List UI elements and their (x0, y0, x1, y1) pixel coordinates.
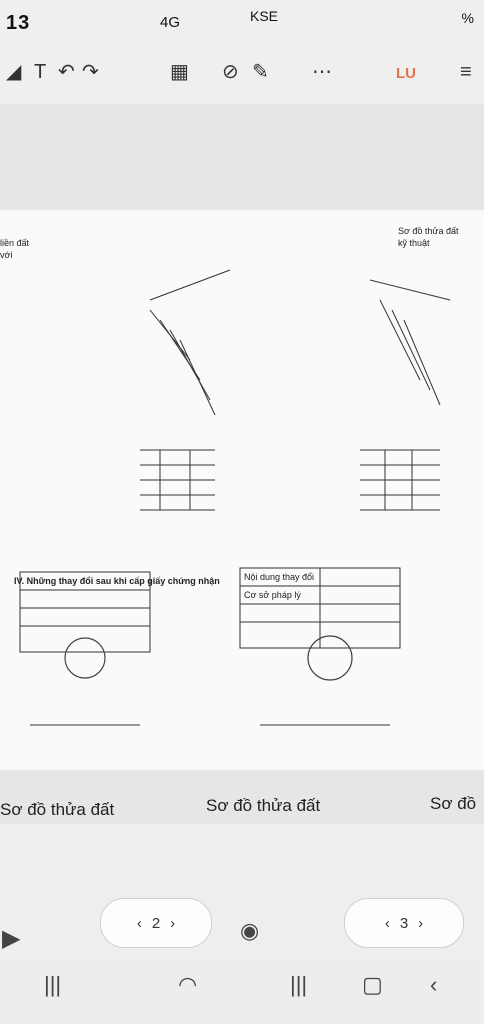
home-button-icon[interactable]: ▢ (362, 972, 383, 997)
status-center-text: KSE (250, 8, 279, 24)
redo-icon[interactable]: ↷ (82, 61, 99, 83)
play-icon[interactable]: ▶ (2, 925, 21, 952)
chevron-right-icon: › (418, 914, 424, 932)
grid-icon[interactable]: ▦ (170, 61, 189, 83)
survey-diagram (19, 269, 451, 726)
doc-text-top-left-2: với (0, 250, 13, 260)
battery-indicator: % (461, 10, 474, 26)
more-icon[interactable]: ≡ (460, 61, 472, 83)
undo-icon[interactable]: ↶ (58, 61, 75, 83)
home-icon[interactable]: ◠ (178, 972, 198, 997)
page-number-left: 2 (151, 914, 161, 932)
doc-row-1: Nội dung thay đổi (244, 572, 315, 582)
caption-left: Sơ đồ thửa đất (0, 800, 115, 819)
doc-row-2: Cơ sở pháp lý (244, 590, 301, 600)
pin-icon[interactable]: ◉ (240, 918, 260, 943)
editor-toolbar: ◢ T ↶ ↷ ▦ ⊘ ✎ ⋯ LU ≡ (0, 44, 484, 105)
page-selector-left[interactable]: ‹ 2 › (100, 898, 212, 948)
status-bar: 13 4G KSE % (0, 0, 484, 44)
recent-apps-icon[interactable]: ||| (44, 972, 62, 997)
account-badge[interactable]: LU (396, 65, 416, 82)
pen-icon[interactable]: ✎ (252, 61, 269, 83)
doc-text-top-right-2: kỹ thuật (398, 238, 430, 248)
page-number-right: 3 (399, 914, 409, 932)
chevron-left-icon: ‹ (136, 914, 142, 932)
caption-mid: Sơ đồ thửa đất (206, 796, 321, 815)
eraser-icon[interactable]: ⊘ (222, 61, 239, 83)
recent-apps-icon-2[interactable]: ||| (290, 972, 308, 997)
text-icon[interactable]: T (34, 61, 47, 83)
doc-text-top-left: liền đất (0, 238, 30, 248)
document-page: liền đất với Sơ đồ thửa đất kỹ thuật IV.… (0, 210, 484, 770)
chevron-left-icon: ‹ (384, 914, 390, 932)
signal-indicator: 4G (160, 14, 181, 31)
status-time: 13 (6, 12, 31, 34)
system-nav-bar (0, 960, 484, 1024)
back-icon[interactable]: ◢ (6, 61, 22, 83)
page-selector-right[interactable]: ‹ 3 › (344, 898, 464, 948)
chevron-right-icon: › (170, 914, 176, 932)
caption-right: Sơ đồ (430, 794, 477, 813)
share-icon[interactable]: ⋯ (312, 61, 332, 83)
doc-text-top-right: Sơ đồ thửa đất (398, 226, 459, 236)
back-nav-icon[interactable]: ‹ (430, 972, 438, 997)
doc-section-title: IV. Những thay đổi sau khi cấp giấy chứn… (14, 576, 220, 586)
